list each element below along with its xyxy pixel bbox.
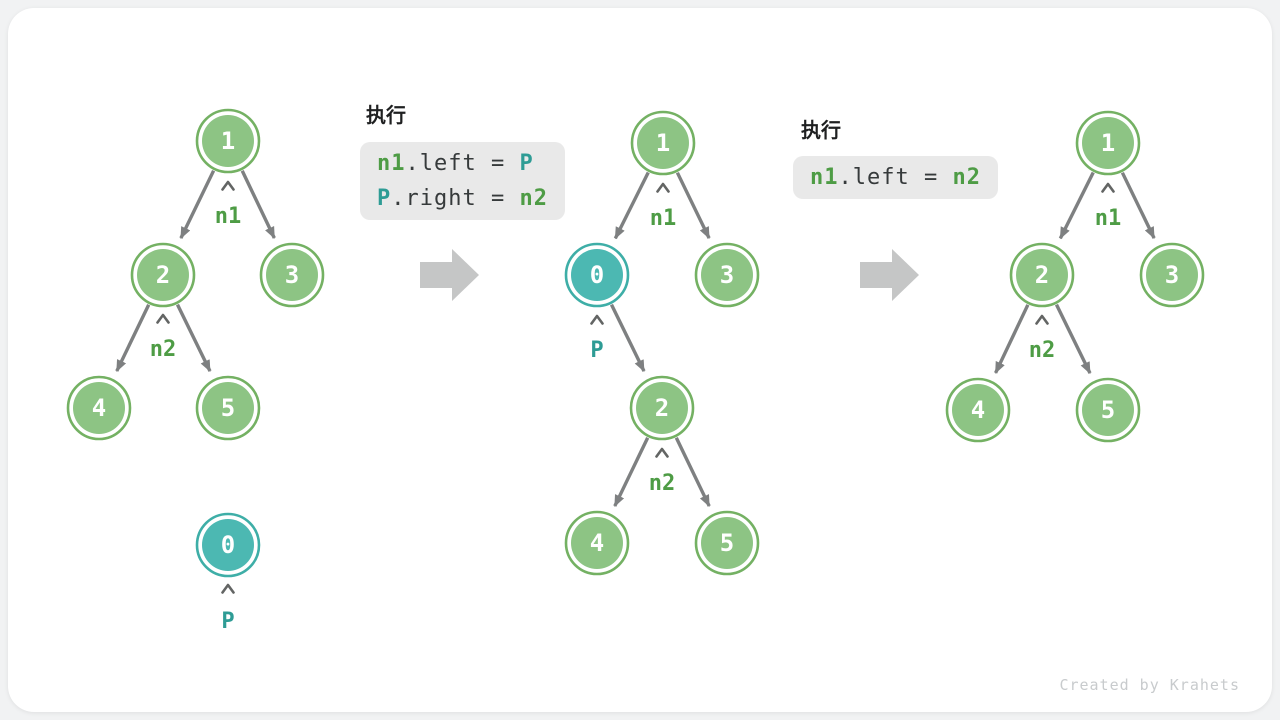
step-arrow-icon — [860, 249, 919, 301]
tree-node-1: 1 — [195, 108, 261, 174]
code-token: n2 — [952, 165, 981, 190]
tree-node-2: 2 — [130, 242, 196, 308]
tree-node-2: 2 — [1009, 242, 1075, 308]
pointer-label-n2: n2 — [1029, 338, 1056, 363]
tree-node-4: 4 — [945, 377, 1011, 443]
node-value: 0 — [590, 261, 604, 289]
tree-edge — [240, 170, 276, 239]
tree-before: 1 2 3 4 5 0 n1 n2P — [66, 108, 325, 634]
code-token: .left = — [405, 151, 520, 176]
pointer-caret-icon — [221, 583, 235, 594]
tree-node-1: 1 — [630, 110, 696, 176]
pointer-caret-icon — [656, 182, 670, 193]
pointer-caret-icon — [221, 180, 235, 191]
tree-node-2: 2 — [629, 375, 695, 441]
code-block-title: 执行 — [801, 118, 841, 142]
tree-node-0: 0 — [195, 512, 261, 578]
tree-node-1: 1 — [1075, 110, 1141, 176]
tree-edge — [1054, 303, 1092, 375]
code-token: .left = — [838, 165, 953, 190]
node-value: 3 — [1165, 261, 1179, 289]
code-token: P — [377, 186, 392, 211]
node-value: 3 — [720, 261, 734, 289]
tree-node-4: 4 — [66, 375, 132, 441]
node-value: 1 — [656, 129, 670, 157]
tree-edge — [1058, 171, 1095, 240]
pointer-caret-icon — [1101, 182, 1115, 193]
tree-edge — [613, 436, 650, 507]
pointer-label-n2: n2 — [150, 337, 177, 362]
tree-after: 1 2 3 4 5 n1 n2 — [945, 110, 1205, 443]
node-value: 4 — [971, 396, 985, 424]
pointer-label-n2: n2 — [649, 471, 676, 496]
tree-edge — [1120, 171, 1156, 240]
node-value: 2 — [156, 261, 170, 289]
node-value: 5 — [221, 394, 235, 422]
node-value: 1 — [221, 127, 235, 155]
tree-edge — [674, 436, 711, 507]
tree-edge — [609, 303, 646, 373]
tree-node-5: 5 — [694, 510, 760, 576]
tree-edge — [994, 304, 1030, 374]
tree-node-3: 3 — [1139, 242, 1205, 308]
node-value: 5 — [1101, 396, 1115, 424]
tree-edge — [175, 303, 212, 373]
code-line: n1.left = n2 — [810, 160, 981, 195]
code-block-title: 执行 — [366, 103, 406, 127]
node-value: 1 — [1101, 129, 1115, 157]
tree-node-3: 3 — [259, 242, 325, 308]
pointer-label-n1: n1 — [215, 204, 242, 229]
tree-edge — [179, 169, 216, 240]
code-line: P.right = n2 — [377, 181, 548, 216]
code-line: n1.left = P — [377, 146, 548, 181]
pointer-caret-icon — [1035, 314, 1049, 325]
node-value: 2 — [655, 394, 669, 422]
code-token: n1 — [810, 165, 839, 190]
node-value: 2 — [1035, 261, 1049, 289]
pointer-label-n1: n1 — [1095, 206, 1122, 231]
code-snippet: n1.left = n2 — [793, 156, 998, 199]
node-value: 0 — [221, 531, 235, 559]
tree-node-4: 4 — [564, 510, 630, 576]
code-token: n2 — [519, 186, 548, 211]
node-value: 4 — [590, 529, 604, 557]
tree-node-5: 5 — [195, 375, 261, 441]
pointer-label-n1: n1 — [650, 206, 677, 231]
tree-node-3: 3 — [694, 242, 760, 308]
tree-node-0: 0 — [564, 242, 630, 308]
pointer-caret-icon — [156, 313, 170, 324]
node-value: 4 — [92, 394, 106, 422]
tree-edge — [115, 303, 151, 372]
pointer-label-P: P — [221, 609, 234, 634]
pointer-label-P: P — [590, 338, 603, 363]
node-value: 3 — [285, 261, 299, 289]
watermark: Created by Krahets — [1059, 676, 1240, 694]
tree-node-5: 5 — [1075, 377, 1141, 443]
step-arrow-icon — [420, 249, 479, 301]
tree-edge — [613, 171, 650, 240]
pointer-caret-icon — [655, 447, 669, 458]
node-value: 5 — [720, 529, 734, 557]
pointer-caret-icon — [590, 314, 604, 325]
code-token: .right = — [391, 186, 520, 211]
code-token: n1 — [377, 151, 406, 176]
tree-edge — [675, 171, 711, 240]
code-token: P — [519, 151, 534, 176]
